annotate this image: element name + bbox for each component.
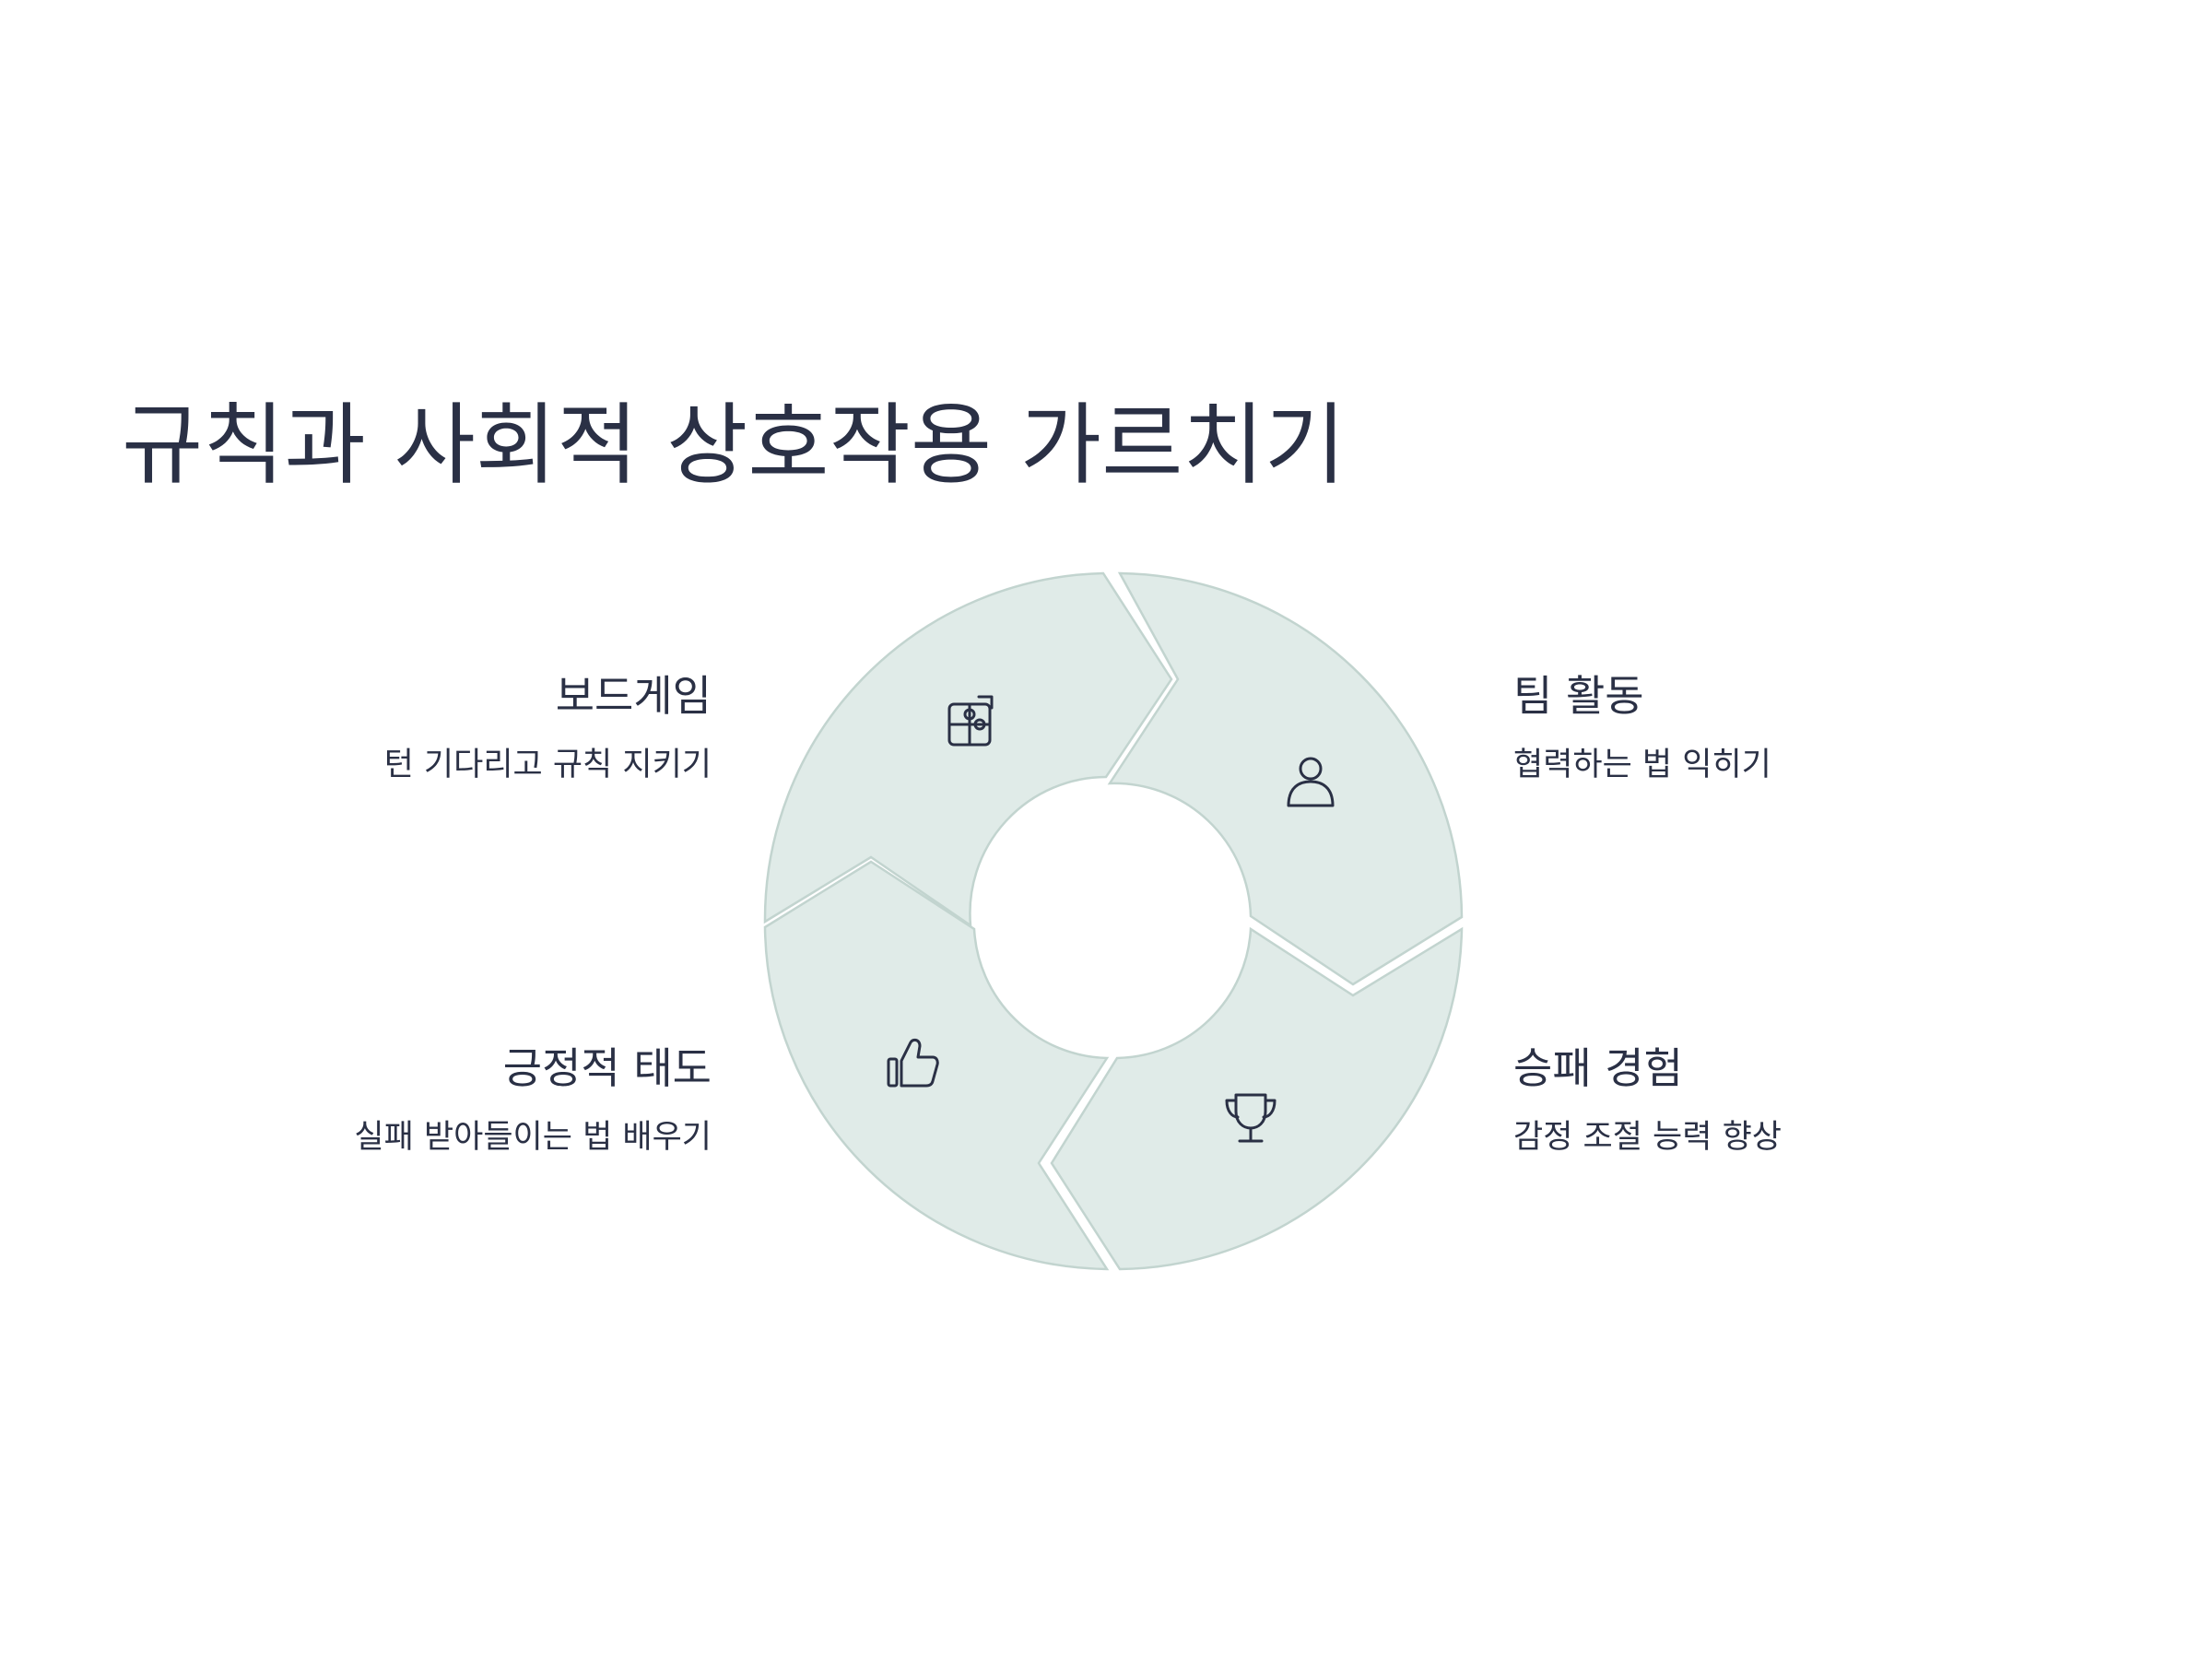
trophy-icon <box>1225 1093 1277 1143</box>
item-description: 실패 받아들이는 법 배우기 <box>354 1119 712 1157</box>
label-board-game: 보드게임 턴 기다리고 규칙 지키기 <box>48 671 712 784</box>
label-win-lose: 승패 경험 감정 조절 능력 향상 <box>1513 1043 2177 1157</box>
item-description: 감정 조절 능력 향상 <box>1513 1119 1782 1157</box>
item-title: 긍정적 태도 <box>502 1043 712 1093</box>
item-title: 팀 활동 <box>1513 671 1644 721</box>
item-description: 턴 기다리고 규칙 지키기 <box>383 747 712 784</box>
puzzle-icon <box>947 695 994 747</box>
label-team-activity: 팀 활동 협력하는 법 익히기 <box>1513 671 2177 784</box>
segment-board-game <box>763 571 1173 928</box>
item-title: 보드게임 <box>555 671 712 721</box>
thumbs-up-icon <box>887 1038 939 1088</box>
segment-team-activity <box>1107 571 1464 986</box>
item-description: 협력하는 법 익히기 <box>1513 747 1771 784</box>
label-positive-attitude: 긍정적 태도 실패 받아들이는 법 배우기 <box>48 1043 712 1157</box>
page-title: 규칙과 사회적 상호작용 가르치기 <box>122 394 1347 497</box>
segment-win-lose <box>1050 926 1464 1271</box>
person-icon <box>1287 757 1335 807</box>
item-title: 승패 경험 <box>1513 1043 1683 1093</box>
